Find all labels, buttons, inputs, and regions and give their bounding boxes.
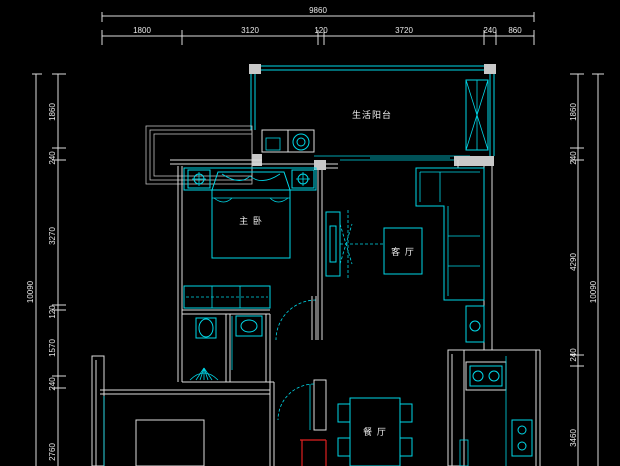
left-dim-label: 1860 bbox=[48, 103, 57, 121]
top-dimension-chain: 9860 1800 3120 120 3720 240 860 bbox=[101, 6, 535, 45]
living-room: 客 厅 bbox=[325, 167, 485, 343]
dining-room-label: 餐 厅 bbox=[363, 426, 387, 438]
top-dim-label: 3720 bbox=[395, 26, 413, 35]
left-dim-label: 2760 bbox=[48, 443, 57, 461]
bed-icon bbox=[211, 189, 291, 259]
kitchen bbox=[459, 356, 533, 466]
dining-table-icon bbox=[349, 397, 401, 466]
left-dimension-chain: 10090 1860 240 3270 120 1570 240 2760 bbox=[26, 73, 66, 466]
bathroom bbox=[189, 315, 263, 381]
right-dim-label: 3460 bbox=[569, 429, 578, 447]
wall-outline bbox=[91, 156, 541, 466]
right-dim-label: 240 bbox=[569, 348, 578, 362]
left-dim-label: 1570 bbox=[48, 339, 57, 357]
toilet-icon bbox=[195, 317, 217, 339]
top-dim-label: 1800 bbox=[133, 26, 151, 35]
top-dim-label: 240 bbox=[483, 26, 497, 35]
top-dim-label: 3120 bbox=[241, 26, 259, 35]
master-bedroom: 主 卧 bbox=[183, 167, 317, 341]
balcony-label: 生活阳台 bbox=[352, 109, 392, 121]
shower-icon bbox=[189, 367, 219, 381]
balcony-area: 生活阳台 bbox=[249, 64, 496, 161]
left-overall-dimension-label: 10090 bbox=[26, 280, 35, 303]
left-dim-label: 120 bbox=[48, 305, 57, 319]
top-dim-label: 120 bbox=[314, 26, 328, 35]
dining-room: 餐 厅 bbox=[277, 383, 413, 466]
bay-window bbox=[145, 125, 262, 185]
sofa-icon bbox=[415, 167, 485, 301]
right-dim-label: 240 bbox=[569, 151, 578, 165]
right-overall-dimension-label: 10090 bbox=[589, 280, 598, 303]
right-dim-label: 4290 bbox=[569, 253, 578, 271]
stove-icon bbox=[511, 419, 533, 457]
right-dimension-chain: 1860 240 4290 240 3460 10090 bbox=[569, 73, 604, 466]
top-dim-label: 860 bbox=[508, 26, 522, 35]
lower-left-room bbox=[103, 396, 205, 466]
left-dim-label: 240 bbox=[48, 151, 57, 165]
living-room-label: 客 厅 bbox=[391, 246, 415, 258]
right-dim-label: 1860 bbox=[569, 103, 578, 121]
left-dim-label: 3270 bbox=[48, 227, 57, 245]
master-bedroom-label: 主 卧 bbox=[239, 215, 263, 227]
left-dim-label: 240 bbox=[48, 377, 57, 391]
overall-dimension-label: 9860 bbox=[309, 6, 327, 15]
sink-icon bbox=[469, 365, 503, 387]
